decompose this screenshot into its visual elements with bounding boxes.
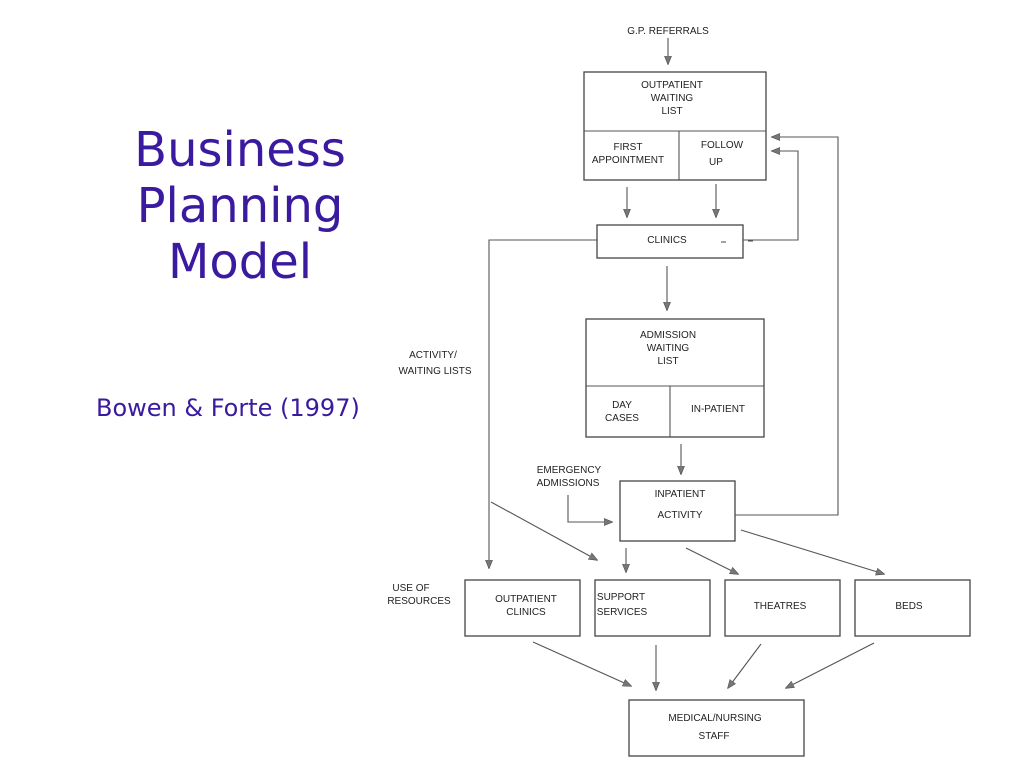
use-of-resources-label: USE OF RESOURCES: [387, 583, 451, 607]
svg-text:OUTPATIENT: OUTPATIENT: [641, 80, 703, 91]
svg-text:FIRST: FIRST: [614, 142, 643, 153]
slide-title: Business Planning Model: [100, 122, 380, 290]
svg-text:ACTIVITY: ACTIVITY: [657, 510, 702, 521]
outpatient-clinics-label: OUTPATIENT CLINICS: [495, 594, 557, 618]
svg-text:RESOURCES: RESOURCES: [387, 596, 451, 607]
inpatient-activity-label: INPATIENT ACTIVITY: [655, 489, 706, 521]
activity-waiting-lists-label: ACTIVITY/ WAITING LISTS: [399, 350, 472, 377]
arrow-activity-to-support: [490, 501, 597, 560]
svg-text:WAITING: WAITING: [651, 93, 694, 104]
svg-text:APPOINTMENT: APPOINTMENT: [592, 155, 664, 166]
theatres-label: THEATRES: [754, 601, 807, 612]
slide-title-line: Business: [134, 122, 346, 178]
slide-title-line: Planning: [136, 178, 344, 234]
svg-text:CLINICS: CLINICS: [506, 607, 546, 618]
arrow-clinics-to-outpatient-clinics: [489, 239, 597, 568]
in-patient-label: IN-PATIENT: [691, 404, 745, 415]
inpatient-activity-box: [619, 480, 736, 542]
outpatient-clinics-box: [464, 579, 581, 637]
svg-text:OUTPATIENT: OUTPATIENT: [495, 594, 557, 605]
svg-text:UP: UP: [709, 157, 723, 168]
arrow-emergency-to-inpatient: [567, 495, 612, 522]
follow-up-label: FOLLOW UP: [701, 140, 744, 168]
arrow-theatres-to-staff: [728, 643, 762, 688]
emergency-admissions-label: EMERGENCY ADMISSIONS: [537, 465, 602, 489]
medical-nursing-staff-box: [628, 699, 805, 757]
svg-text:MEDICAL/NURSING: MEDICAL/NURSING: [668, 713, 762, 724]
svg-text:ACTIVITY/: ACTIVITY/: [409, 350, 457, 361]
svg-text:FOLLOW: FOLLOW: [701, 140, 744, 151]
arrow-clinics-to-follow-up: [743, 151, 799, 241]
arrow-beds-to-staff: [786, 642, 875, 688]
arrow-inpatient-to-follow-up: [735, 137, 839, 516]
beds-box: [854, 579, 971, 637]
svg-text:SERVICES: SERVICES: [597, 607, 648, 618]
arrow-inpatient-to-beds: [740, 529, 884, 574]
first-appointment-label: FIRST APPOINTMENT: [592, 142, 664, 166]
clinics-label: CLINICS: [647, 235, 687, 246]
slide-title-line: Model: [167, 234, 313, 290]
arrow-inpatient-to-theatres: [685, 547, 738, 574]
svg-text:EMERGENCY: EMERGENCY: [537, 465, 602, 476]
svg-text:LIST: LIST: [657, 356, 678, 367]
svg-text:WAITING: WAITING: [647, 343, 690, 354]
support-services-box: [594, 579, 711, 637]
svg-text:USE OF: USE OF: [392, 583, 429, 594]
outpatient-waiting-list-label: OUTPATIENT WAITING LIST: [641, 80, 703, 117]
slide-subtitle: Bowen & Forte (1997): [96, 394, 360, 422]
clinics-box: [596, 224, 744, 259]
medical-nursing-staff-label: MEDICAL/NURSING STAFF: [668, 713, 762, 742]
gp-referrals-label: G.P. REFERRALS: [627, 26, 709, 37]
beds-label: BEDS: [895, 601, 923, 612]
svg-text:ADMISSION: ADMISSION: [640, 330, 696, 341]
svg-text:WAITING LISTS: WAITING LISTS: [399, 366, 472, 377]
theatres-box: [724, 579, 841, 637]
arrow-outpatient-clinics-to-staff: [532, 641, 631, 686]
outpatient-waiting-list-box: [583, 71, 767, 181]
svg-text:STAFF: STAFF: [699, 731, 730, 742]
svg-text:CASES: CASES: [605, 413, 639, 424]
day-cases-label: DAY CASES: [605, 400, 639, 424]
svg-text:ADMISSIONS: ADMISSIONS: [537, 478, 600, 489]
support-services-label: SUPPORT SERVICES: [597, 592, 648, 618]
svg-text:SUPPORT: SUPPORT: [597, 592, 645, 603]
svg-text:LIST: LIST: [661, 106, 682, 117]
svg-text:INPATIENT: INPATIENT: [655, 489, 706, 500]
admission-waiting-list-box: [585, 318, 765, 438]
svg-text:DAY: DAY: [612, 400, 632, 411]
admission-waiting-list-label: ADMISSION WAITING LIST: [640, 330, 696, 367]
